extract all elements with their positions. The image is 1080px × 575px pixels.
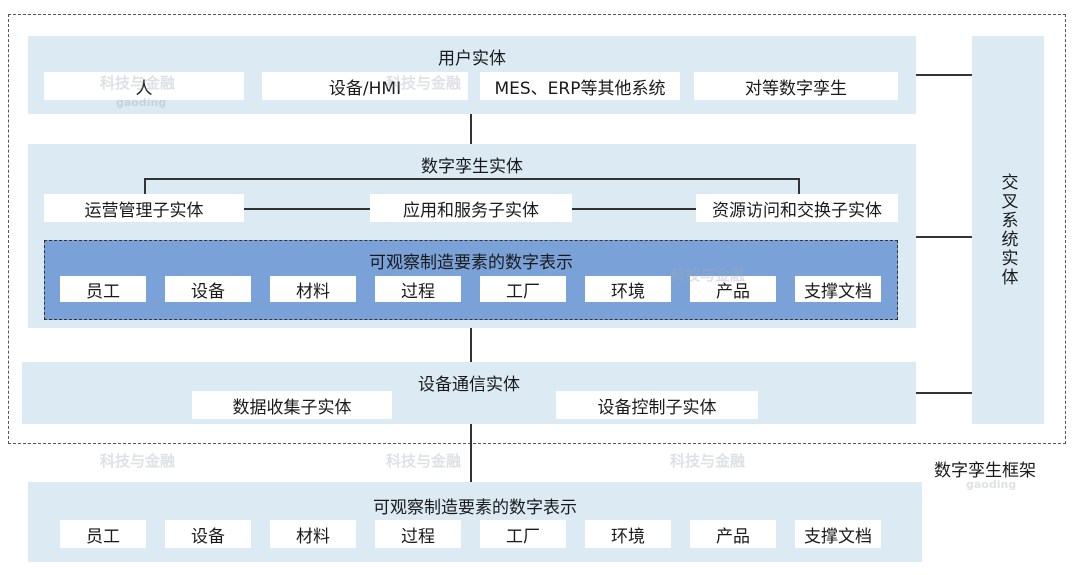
connector-ops-app [244, 208, 370, 210]
connector-user-cross [916, 74, 972, 76]
bottom-element-equipment: 设备 [165, 520, 251, 548]
device-comm-entity-title: 设备通信实体 [418, 375, 520, 395]
connector-app-resource [572, 208, 696, 210]
inner-element-material: 材料 [270, 276, 356, 302]
sub-entity-data-collection: 数据收集子实体 [192, 391, 392, 419]
user-item-device-hmi: 设备/HMI [262, 72, 468, 100]
physical-elements-title: 可观察制造要素的数字表示 [373, 498, 577, 518]
cross-system-entity-panel [972, 36, 1044, 424]
user-entity-title: 用户实体 [438, 49, 506, 69]
bracket-left-drop [144, 178, 146, 194]
connector-device-cross [916, 392, 972, 394]
connector-twin-cross [916, 236, 972, 238]
digital-twin-entity-title: 数字孪生实体 [421, 157, 523, 177]
bottom-element-staff: 员工 [60, 520, 146, 548]
user-item-peer-twin: 对等数字孪生 [694, 72, 898, 100]
bottom-element-environment: 环境 [585, 520, 671, 548]
cross-system-entity-title: 交叉系统实体 [997, 173, 1018, 287]
bottom-element-material: 材料 [270, 520, 356, 548]
user-item-mes-erp: MES、ERP等其他系统 [480, 72, 680, 100]
user-item-person: 人 [44, 72, 244, 100]
inner-element-staff: 员工 [60, 276, 146, 302]
inner-element-environment: 环境 [585, 276, 671, 302]
inner-element-factory: 工厂 [480, 276, 566, 302]
bottom-element-process: 过程 [375, 520, 461, 548]
inner-element-docs: 支撑文档 [795, 276, 881, 302]
device-comm-entity-panel [22, 362, 916, 424]
sub-entity-device-control: 设备控制子实体 [556, 391, 758, 419]
bracket-right-drop [798, 178, 800, 194]
watermark-6: 科技与金融 [670, 452, 746, 470]
inner-element-product: 产品 [690, 276, 776, 302]
connector-user-twin [470, 114, 472, 144]
framework-label: 数字孪生框架 [934, 461, 1036, 481]
bottom-element-factory: 工厂 [480, 520, 566, 548]
watermark-5: 科技与金融 [386, 452, 462, 470]
sub-entity-resource-access: 资源访问和交换子实体 [696, 194, 898, 222]
digital-twin-framework-border [8, 14, 1066, 444]
sub-entity-app-services: 应用和服务子实体 [370, 194, 572, 222]
watermark-4: 科技与金融 [100, 452, 176, 470]
bottom-element-docs: 支撑文档 [795, 520, 881, 548]
observable-elements-inner-title: 可观察制造要素的数字表示 [369, 253, 573, 273]
inner-element-process: 过程 [375, 276, 461, 302]
connector-twin-device-comm [470, 328, 472, 362]
bottom-element-product: 产品 [690, 520, 776, 548]
bracket-top-line [144, 178, 800, 180]
sub-entity-operations: 运营管理子实体 [44, 194, 244, 222]
inner-element-equipment: 设备 [165, 276, 251, 302]
connector-device-comm-bottom [470, 424, 472, 482]
